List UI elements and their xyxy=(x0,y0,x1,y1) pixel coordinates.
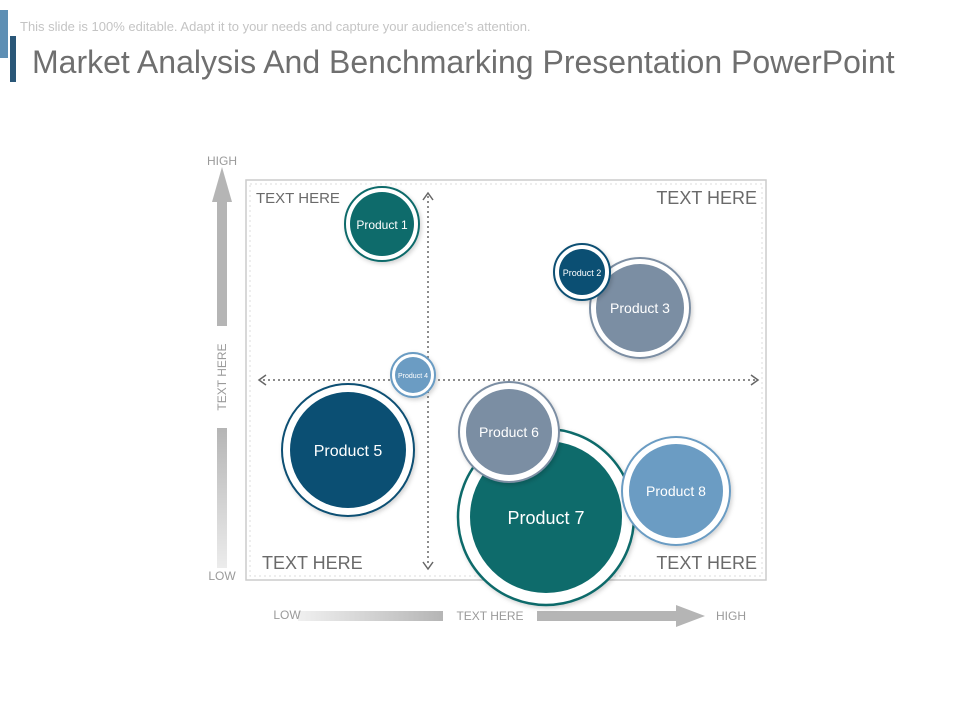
horizontal-divider-arrow-right xyxy=(750,374,760,386)
quadrant-bottom-left-label: TEXT HERE xyxy=(262,553,363,573)
page-title: Market Analysis And Benchmarking Present… xyxy=(32,44,895,80)
y-axis-title: TEXT HERE xyxy=(215,343,229,410)
accent-bar-light xyxy=(0,10,8,58)
quadrant-bottom-right-label: TEXT HERE xyxy=(656,553,757,573)
tagline: This slide is 100% editable. Adapt it to… xyxy=(20,19,531,34)
y-axis-bar-lower xyxy=(217,428,227,568)
product-bubble-4: Product 4 xyxy=(390,352,436,398)
product-1-label: Product 1 xyxy=(356,218,408,232)
product-bubble-5: Product 5 xyxy=(281,383,415,517)
x-axis-high-label: HIGH xyxy=(716,609,746,623)
vertical-divider-arrow-bottom xyxy=(422,561,434,571)
product-5-label: Product 5 xyxy=(314,443,383,460)
x-axis-bar-left xyxy=(298,611,443,621)
product-4-label: Product 4 xyxy=(398,373,428,380)
x-axis-title: TEXT HERE xyxy=(456,609,523,623)
quadrant-top-left-label: TEXT HERE xyxy=(256,190,340,207)
x-axis-bar-right xyxy=(537,611,679,621)
y-axis-arrowhead xyxy=(212,167,232,202)
product-bubble-3: Product 3 xyxy=(589,257,691,359)
product-6-label: Product 6 xyxy=(479,424,539,440)
product-2-label: Product 2 xyxy=(563,268,602,278)
product-bubble-8: Product 8 xyxy=(621,436,731,546)
y-axis-bar-upper xyxy=(217,200,227,326)
quadrant-top-right-label: TEXT HERE xyxy=(656,188,757,208)
product-bubble-2: Product 2 xyxy=(553,243,611,301)
x-axis-low-label: LOW xyxy=(273,608,301,622)
horizontal-divider-arrow-left xyxy=(257,374,267,386)
product-bubble-1: Product 1 xyxy=(344,186,420,262)
accent-bar-dark xyxy=(10,36,16,82)
product-7-label: Product 7 xyxy=(507,508,584,528)
vertical-divider-arrow-top xyxy=(422,191,434,201)
product-8-label: Product 8 xyxy=(646,483,706,499)
y-axis-high-label: HIGH xyxy=(207,154,237,168)
product-bubble-6: Product 6 xyxy=(458,381,560,483)
product-3-label: Product 3 xyxy=(610,300,670,316)
x-axis-arrowhead xyxy=(676,605,705,627)
y-axis-low-label: LOW xyxy=(208,569,236,583)
